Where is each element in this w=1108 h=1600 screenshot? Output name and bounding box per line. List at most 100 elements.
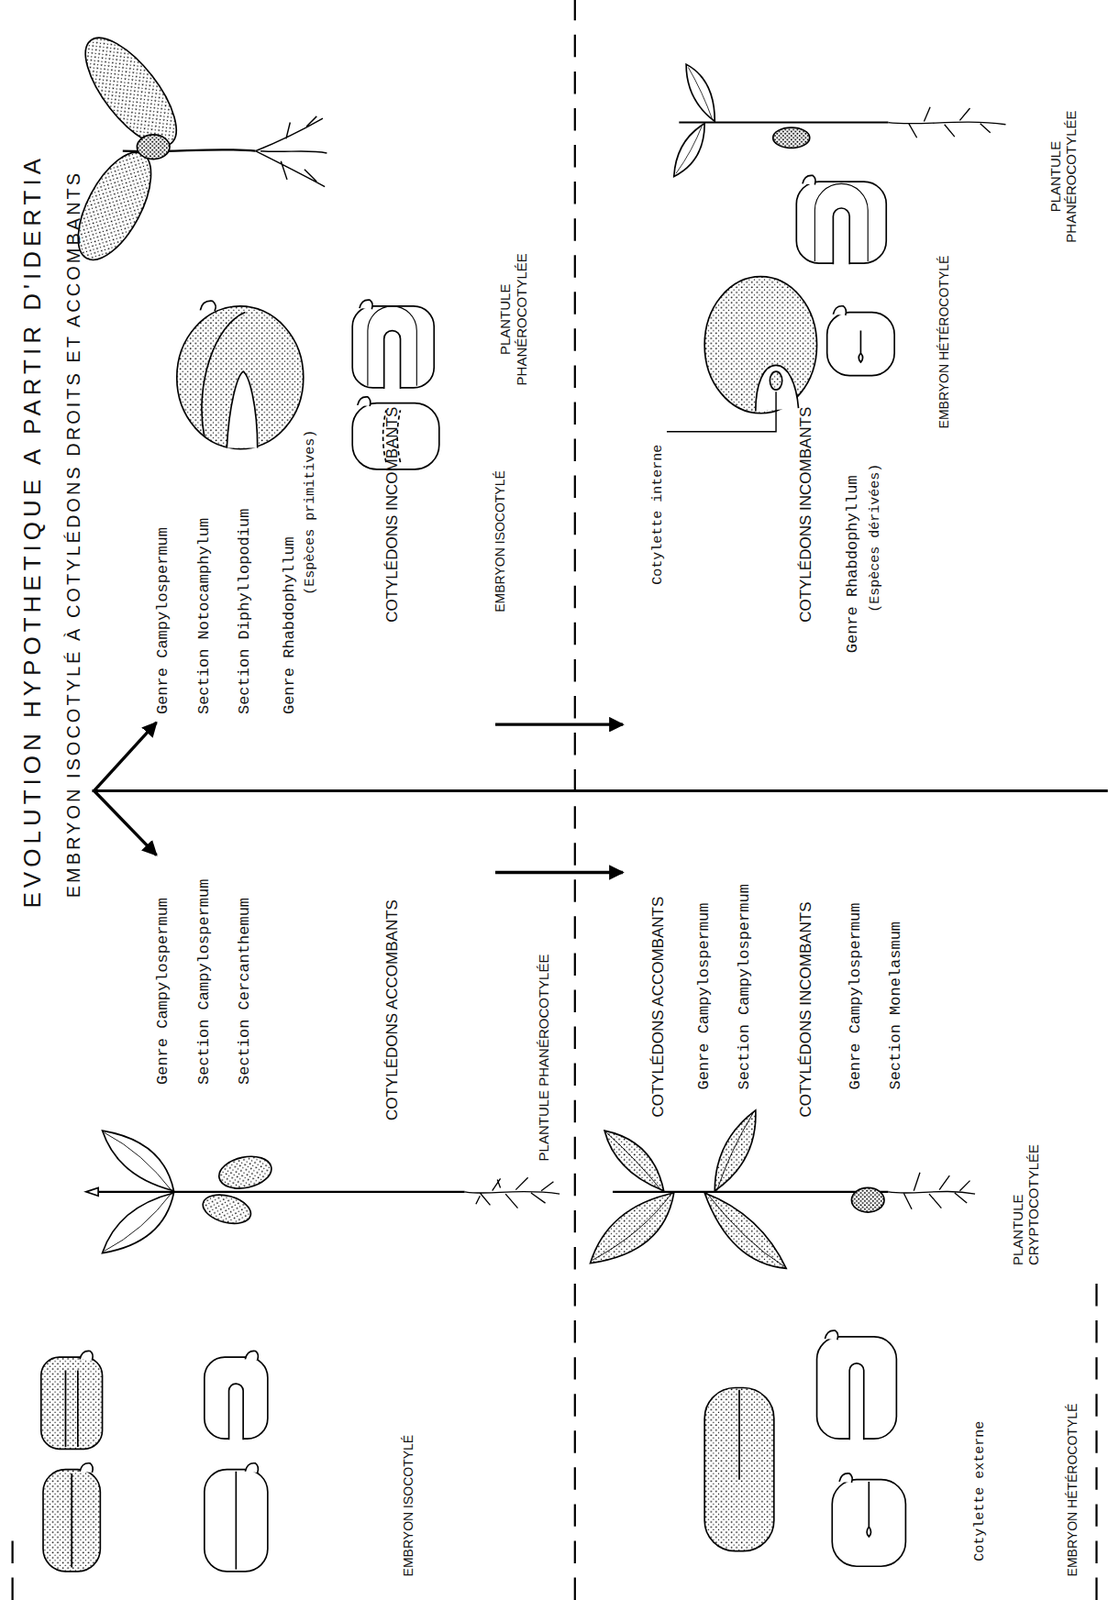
embryo-outline bbox=[204, 1470, 268, 1573]
bud bbox=[86, 1187, 99, 1197]
leaf-vein bbox=[592, 1112, 785, 1267]
leaf bbox=[686, 64, 715, 122]
radicle-nub bbox=[244, 1351, 258, 1361]
taxon-label: Genre Campylospermum bbox=[846, 903, 865, 1091]
subtitle: EMBRYON ISOCOTYLÉ À COTYLÉDONS DROITS ET… bbox=[63, 170, 85, 899]
seedling-type-label: PLANTULE CRYPTOCOTYLÉE bbox=[1009, 1112, 1042, 1266]
diagram-title: EVOLUTION HYPOTHETIQUE A PARTIR D'IDERTI… bbox=[19, 154, 47, 909]
evolution-arrows bbox=[94, 722, 623, 874]
cotyledon-split bbox=[65, 1371, 78, 1448]
cotyledon-split bbox=[70, 1473, 73, 1568]
part-label: Cotylette externe bbox=[972, 1421, 988, 1563]
leaf-vein bbox=[675, 66, 713, 174]
seed bbox=[851, 1187, 885, 1213]
embryo-notch bbox=[755, 365, 799, 411]
leaf bbox=[704, 1193, 787, 1269]
cotylette-slit bbox=[858, 331, 863, 363]
embryo-drawings bbox=[666, 175, 895, 432]
dashed-divider bbox=[574, 0, 577, 1600]
roots bbox=[887, 1173, 976, 1210]
leaf bbox=[102, 1130, 175, 1192]
stem bbox=[94, 1191, 466, 1194]
embryo-type-label: EMBRYON HÉTÉROCOTYLÉ bbox=[936, 255, 952, 430]
cotyledon-type-label: COTYLÉDONS INCOMBANTS bbox=[383, 407, 402, 623]
taxon-label: Section Diphyllopodium bbox=[235, 509, 255, 715]
seedling-drawing bbox=[590, 1110, 976, 1269]
dashed-edge bbox=[1095, 1284, 1097, 1600]
embryo-stippled bbox=[41, 1357, 103, 1450]
embryo-stippled bbox=[43, 1470, 100, 1573]
seedling-type-label: PLANTULE PHANÉROCOTYLÉE bbox=[497, 222, 530, 417]
cotyledon-type-label: COTYLÉDONS ACCOMBANTS bbox=[383, 899, 402, 1121]
leader-line bbox=[666, 391, 776, 432]
cotyledon bbox=[773, 127, 810, 148]
down-arrow bbox=[495, 871, 623, 875]
radicle-nub bbox=[357, 397, 371, 407]
taxon-label: Genre Rhabdophyllum bbox=[280, 536, 300, 715]
dashed-edge bbox=[11, 1529, 14, 1600]
taxon-label: Genre Campylospermum bbox=[154, 897, 173, 1086]
branch-arrow bbox=[94, 790, 157, 855]
taxon-label: Section Monelasmum bbox=[886, 921, 906, 1091]
taxon-label: Genre Rhabdophyllum bbox=[843, 475, 863, 654]
taxon-label: Section Notocamphylum bbox=[195, 518, 214, 715]
seedling-drawing bbox=[674, 64, 1007, 177]
cotyledon-type-label: COTYLÉDONS ACCOMBANTS bbox=[649, 897, 668, 1119]
seed-coat bbox=[136, 134, 170, 160]
down-arrow bbox=[495, 722, 623, 726]
taxon-label: Section Campylospermum bbox=[735, 884, 754, 1090]
radicle-nub bbox=[824, 1330, 838, 1341]
divider-lines bbox=[12, 0, 1108, 1600]
embryo-drawings bbox=[41, 1351, 268, 1572]
leaf bbox=[590, 1193, 675, 1264]
cotyledon bbox=[216, 1152, 276, 1194]
cotyledon-type-label: COTYLÉDONS INCOMBANTS bbox=[797, 407, 816, 623]
part-label: Cotylette interne bbox=[650, 444, 666, 586]
embryo-type-label: EMBRYON ISOCOTYLÉ bbox=[400, 1435, 416, 1578]
seedling-drawing bbox=[86, 1130, 560, 1254]
seedling-drawing bbox=[63, 23, 327, 271]
cotyledon-type-label: COTYLÉDONS INCOMBANTS bbox=[797, 901, 816, 1118]
cotyledon-split bbox=[201, 312, 245, 438]
embryo-fold bbox=[849, 1363, 865, 1441]
radicle-nub bbox=[359, 299, 373, 310]
cotyledon bbox=[69, 23, 192, 160]
embryo-type-label: EMBRYON ISOCOTYLÉ bbox=[492, 470, 508, 613]
embryo-fold bbox=[814, 183, 868, 262]
leaf bbox=[604, 1130, 665, 1192]
embryo-fold bbox=[832, 208, 850, 265]
taxon-note: (Espèces dérivées) bbox=[867, 464, 884, 613]
embryo-fold bbox=[229, 1384, 244, 1441]
radicle-nub bbox=[79, 1463, 93, 1474]
radicle-nub bbox=[199, 300, 216, 311]
embryo-outline bbox=[831, 1480, 906, 1568]
radicle-nub bbox=[802, 175, 816, 185]
taxon-label: Genre Campylospermum bbox=[154, 527, 173, 715]
taxon-note: (Espèces primitives) bbox=[302, 430, 319, 596]
solid-divider bbox=[91, 789, 1108, 793]
embryo-fold bbox=[384, 331, 401, 389]
cotyledon-split bbox=[235, 1472, 238, 1571]
cotyledon bbox=[199, 1190, 255, 1230]
embryo-stippled bbox=[704, 1388, 775, 1552]
stem bbox=[678, 121, 888, 124]
taxon-label: Section Cercanthemum bbox=[235, 897, 255, 1086]
radicle-nub bbox=[244, 1463, 258, 1474]
seedling-type-label: PLANTULE PHANÉROCOTYLÉE bbox=[1047, 79, 1080, 274]
leaf-vein bbox=[104, 1132, 172, 1252]
leaf bbox=[102, 1193, 175, 1254]
embryo-stippled bbox=[177, 306, 304, 450]
taxon-label: Genre Campylospermum bbox=[695, 903, 714, 1091]
taxon-label: Section Campylospermum bbox=[195, 879, 214, 1086]
seedling-type-label: PLANTULE PHANÉROCOTYLÉE bbox=[535, 954, 552, 1163]
radicle-nub bbox=[839, 1473, 853, 1484]
embryo-stippled bbox=[704, 277, 817, 414]
radicle-nub bbox=[832, 306, 846, 316]
roots bbox=[465, 1177, 560, 1208]
branch-arrow bbox=[94, 722, 157, 792]
embryo-fold bbox=[367, 306, 417, 387]
embryo-drawings bbox=[704, 1330, 906, 1567]
embryo-type-label: EMBRYON HÉTÉROCOTYLÉ bbox=[1064, 1404, 1080, 1578]
